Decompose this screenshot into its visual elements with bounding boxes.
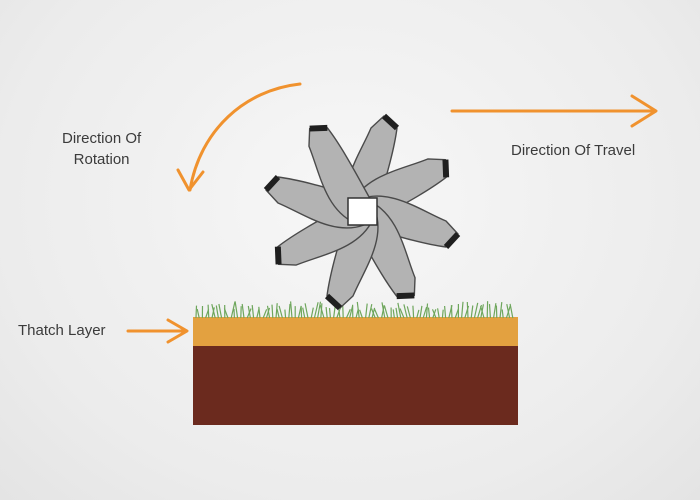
grass-blade bbox=[234, 301, 239, 319]
blade-tip bbox=[263, 174, 281, 193]
grass-blade bbox=[493, 303, 497, 319]
blade-tip bbox=[324, 293, 343, 311]
rotation-label-line1: Direction Of bbox=[62, 130, 142, 147]
grass-blade bbox=[247, 305, 251, 319]
rotation-label-line2: Rotation bbox=[73, 151, 130, 168]
grass-blade bbox=[265, 307, 271, 319]
grass-blade bbox=[425, 303, 429, 319]
grass-blade bbox=[383, 305, 389, 319]
grass-blade bbox=[466, 301, 469, 319]
grass-blade bbox=[464, 305, 470, 319]
grass-blade bbox=[395, 307, 399, 319]
grass-blade bbox=[230, 301, 236, 319]
grass-blade bbox=[461, 301, 464, 319]
grass-blade bbox=[223, 308, 229, 319]
blade-tip bbox=[443, 231, 461, 250]
grass-blade bbox=[278, 305, 283, 319]
blade-tip bbox=[442, 159, 450, 178]
grass-blade bbox=[195, 305, 198, 319]
grass-blade bbox=[437, 308, 440, 319]
grass-blade bbox=[356, 301, 360, 319]
grass-blade bbox=[422, 306, 428, 319]
grass-blade bbox=[211, 307, 215, 319]
grass-blade bbox=[284, 309, 287, 319]
grass-blade bbox=[271, 304, 274, 319]
grass-blade bbox=[470, 305, 474, 319]
grass-blade bbox=[444, 305, 447, 319]
grass-blade bbox=[338, 309, 341, 319]
grass-blade bbox=[317, 301, 322, 319]
grass-blade bbox=[450, 305, 453, 319]
grass-blade bbox=[218, 303, 223, 319]
grass-blade bbox=[499, 302, 503, 319]
grass-blade bbox=[304, 303, 309, 319]
grass-blade bbox=[419, 305, 423, 319]
grass-blade bbox=[427, 307, 431, 319]
grass-blade bbox=[211, 303, 216, 319]
blade-tip bbox=[381, 113, 400, 131]
grass-blade bbox=[313, 302, 319, 319]
grass-blade bbox=[262, 309, 268, 319]
grass-blade bbox=[290, 301, 293, 319]
grass-blade bbox=[397, 302, 402, 319]
grass-blade bbox=[403, 304, 408, 319]
grass-blade bbox=[359, 309, 363, 319]
grass-blade bbox=[310, 307, 314, 319]
grass-blade bbox=[196, 308, 200, 319]
grass-blade bbox=[374, 309, 379, 319]
grass-blade bbox=[509, 303, 514, 319]
grass-blade bbox=[392, 309, 395, 319]
thatch-arrowhead bbox=[166, 318, 189, 344]
grass-blade bbox=[406, 306, 411, 319]
grass-blade bbox=[319, 304, 325, 319]
grass-blade bbox=[266, 305, 271, 319]
grass bbox=[195, 301, 514, 319]
grass-blade bbox=[300, 305, 303, 319]
grass-blade bbox=[302, 307, 306, 319]
rotation-arrowhead bbox=[176, 168, 205, 192]
grass-blade bbox=[288, 303, 291, 319]
grass-blade bbox=[381, 302, 386, 319]
grass-blade bbox=[365, 303, 368, 319]
grass-blade bbox=[506, 303, 511, 319]
grass-blade bbox=[501, 309, 504, 319]
thatch-label: Thatch Layer bbox=[18, 322, 106, 339]
grass-blade bbox=[473, 302, 479, 319]
rotation-label: Direction Of Rotation bbox=[62, 128, 141, 170]
grass-blade bbox=[399, 308, 405, 319]
grass-blade bbox=[276, 308, 280, 319]
grass-blade bbox=[241, 303, 245, 319]
rotor-hub bbox=[347, 197, 378, 226]
grass-blade bbox=[258, 306, 261, 319]
grass-blade bbox=[412, 305, 415, 319]
grass-blade bbox=[480, 305, 485, 319]
blade-tip bbox=[309, 124, 328, 132]
travel-label: Direction Of Travel bbox=[511, 142, 636, 159]
blade-tip bbox=[274, 246, 282, 265]
grass-blade bbox=[441, 309, 444, 319]
grass-blade bbox=[431, 309, 437, 319]
grass-blade bbox=[207, 304, 210, 319]
thatch-layer bbox=[193, 317, 518, 346]
grass-blade bbox=[328, 308, 331, 319]
grass-blade bbox=[215, 305, 219, 319]
blade-tip bbox=[396, 292, 415, 300]
grass-blade bbox=[416, 309, 420, 319]
grass-blade bbox=[325, 307, 328, 319]
soil-layer bbox=[193, 345, 518, 425]
grass-blade bbox=[368, 303, 373, 319]
grass-blade bbox=[251, 305, 255, 319]
grass-blade bbox=[342, 304, 344, 319]
grass-blade bbox=[370, 308, 376, 319]
travel-arrowhead bbox=[630, 94, 658, 128]
grass-blade bbox=[488, 304, 491, 319]
grass-blade bbox=[275, 303, 278, 319]
rotation-arrow bbox=[188, 82, 302, 192]
grass-blade bbox=[345, 308, 351, 319]
